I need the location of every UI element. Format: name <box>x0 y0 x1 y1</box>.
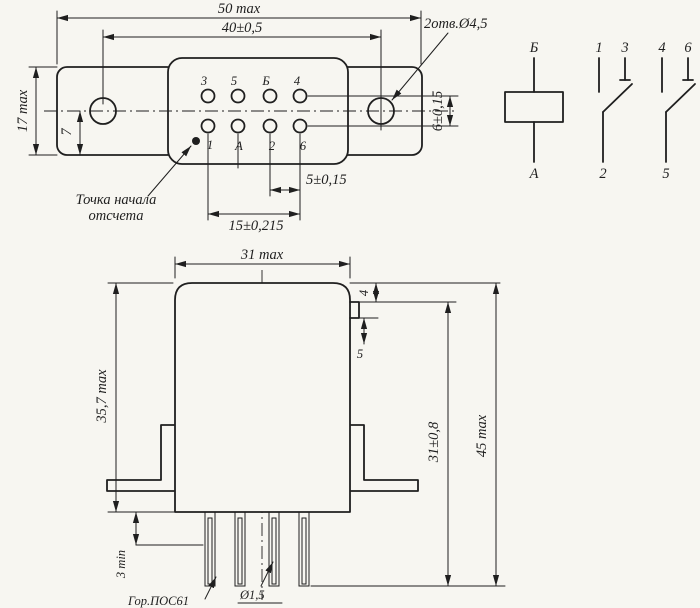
pin-circle <box>292 118 308 134</box>
pin-circle <box>200 118 216 134</box>
dim-3min-label: 3 min <box>114 550 128 579</box>
dim-5-label: 5±0,15 <box>306 172 347 188</box>
contact2-blade <box>665 83 696 113</box>
pin-core <box>207 517 213 585</box>
datum-note-line1: Точка начала <box>76 192 157 208</box>
contact1-terminal-3: 3 <box>620 40 628 56</box>
pin-circle <box>262 118 278 134</box>
contact2-terminal-6: 6 <box>684 40 692 56</box>
solder-pins <box>204 511 310 587</box>
dim-31pm-label: 31±0,8 <box>426 421 442 463</box>
dim-31max-label: 31 max <box>240 247 284 263</box>
pin <box>234 511 246 587</box>
dim-50max-label: 50 max <box>218 1 261 17</box>
pin <box>298 511 310 587</box>
pin-dia-label: Ø1,5 <box>239 588 265 602</box>
left-bracket <box>106 424 175 492</box>
pin-label: 2 <box>269 139 275 153</box>
dim-45max-label: 45 max <box>474 414 490 457</box>
top-view: 50 max 40±0,5 2отв.Ø4,5 17 max 7 3 5 Б 4… <box>15 1 488 234</box>
dim-5step-label: 5 <box>357 347 363 361</box>
contact2-terminal-5: 5 <box>662 166 669 182</box>
pin-circle <box>262 88 278 104</box>
pin-core <box>237 517 243 585</box>
dim-4-label: 4 <box>357 290 371 296</box>
pin <box>268 511 280 587</box>
dim-6-label: 6±0,15 <box>430 91 446 132</box>
dim-357-label: 35,7 max <box>94 369 110 424</box>
pin-label: 4 <box>294 74 300 88</box>
datum-note-line2: отсчета <box>88 208 143 224</box>
datum-leader <box>147 145 192 197</box>
right-bracket <box>350 424 419 492</box>
contact1-terminal-1: 1 <box>595 40 602 56</box>
coil-symbol <box>504 91 564 123</box>
pin-circle <box>230 88 246 104</box>
coil-terminal-b: Б <box>529 40 539 56</box>
dim-7-label: 7 <box>59 128 75 136</box>
dim-40-label: 40±0,5 <box>222 20 263 36</box>
pin-core <box>301 517 307 585</box>
dim-15-label: 15±0,215 <box>228 218 283 234</box>
pin-label: 3 <box>200 74 207 88</box>
pin-label: 6 <box>300 139 307 153</box>
datum-point <box>192 137 200 145</box>
contact2-terminal-4: 4 <box>658 40 665 56</box>
pin <box>204 511 216 587</box>
solder-note-label: Гор.ПОС61 <box>127 594 189 608</box>
holes-note-label: 2отв.Ø4,5 <box>424 16 488 32</box>
pin-core <box>271 517 277 585</box>
schematic-diagram: Б А 1 3 2 4 6 5 <box>504 40 696 182</box>
relay-case-outline <box>174 282 351 513</box>
pin-circle <box>230 118 246 134</box>
pin-label: А <box>234 139 243 153</box>
pin-label: 1 <box>207 138 213 152</box>
case-step-detail <box>349 301 360 319</box>
coil-terminal-a: А <box>529 166 539 182</box>
pin-label: 5 <box>231 74 237 88</box>
dim-17max-label: 17 max <box>15 89 31 132</box>
contact1-terminal-2: 2 <box>599 166 606 182</box>
front-view: 31 max 4 5 35,7 max 3 m <box>94 247 506 608</box>
pin-dia-leader <box>260 561 274 587</box>
pin-label: Б <box>261 74 270 88</box>
pin-circle <box>292 88 308 104</box>
contact1-blade <box>602 83 633 113</box>
pin-circle <box>200 88 216 104</box>
holes-note-leader <box>391 32 449 101</box>
solder-leader <box>204 576 217 600</box>
